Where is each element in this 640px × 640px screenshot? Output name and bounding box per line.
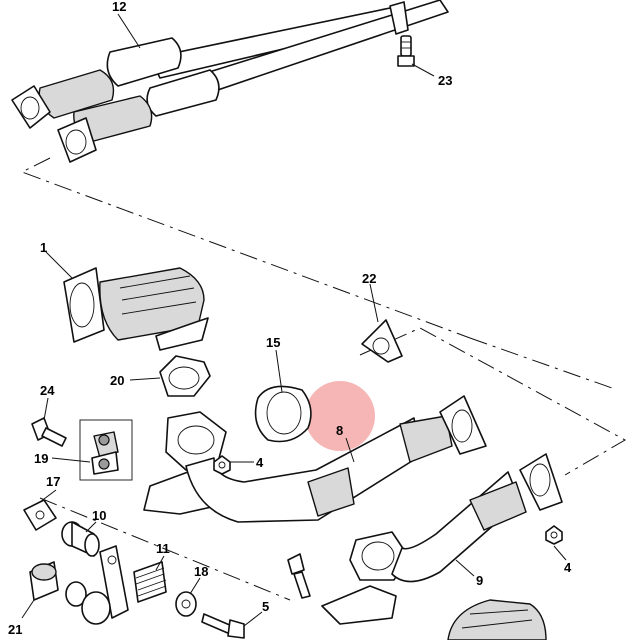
callout-8[interactable]: 8 <box>336 423 343 438</box>
callout-18[interactable]: 18 <box>194 564 208 579</box>
callout-15[interactable]: 15 <box>266 335 280 350</box>
callout-4-front[interactable]: 4 <box>256 455 264 470</box>
callout-10[interactable]: 10 <box>92 508 106 523</box>
gasket-triangular-small[interactable] <box>361 319 403 363</box>
callout-1[interactable]: 1 <box>40 240 47 255</box>
callout-23[interactable]: 23 <box>438 73 452 88</box>
washer-18[interactable] <box>175 591 197 617</box>
gasket-oval[interactable] <box>254 385 312 443</box>
bolt-5[interactable] <box>201 613 245 639</box>
reference-lines <box>20 157 627 601</box>
callout-20[interactable]: 20 <box>110 373 124 388</box>
hanger-bracket[interactable] <box>65 545 129 625</box>
callout-21[interactable]: 21 <box>8 622 22 637</box>
callout-22[interactable]: 22 <box>362 271 376 286</box>
nut-rear[interactable] <box>545 525 563 545</box>
callout-17[interactable]: 17 <box>46 474 60 489</box>
callout-4-rear[interactable]: 4 <box>564 560 572 575</box>
callout-12[interactable]: 12 <box>112 0 126 14</box>
callout-11[interactable]: 11 <box>156 541 170 556</box>
leader-lines <box>21 13 567 627</box>
callout-24[interactable]: 24 <box>40 383 55 398</box>
bolt-upper[interactable] <box>397 35 415 67</box>
catalyst-assembly-upper[interactable] <box>11 0 449 163</box>
gasket-triangular[interactable] <box>159 355 211 397</box>
nut-front[interactable] <box>213 455 231 475</box>
callout-19[interactable]: 19 <box>34 451 48 466</box>
callout-5[interactable]: 5 <box>262 599 269 614</box>
down-pipe-rear[interactable] <box>321 453 563 625</box>
square-nut[interactable] <box>23 499 57 531</box>
bush-21[interactable] <box>29 561 59 601</box>
highlight-marker[interactable] <box>305 381 375 451</box>
spring-11[interactable] <box>133 561 167 603</box>
callout-labels: 12 23 1 22 15 20 24 8 19 4 17 10 11 18 9… <box>8 0 572 637</box>
stud-mid[interactable] <box>287 553 311 599</box>
spacer-10[interactable] <box>61 521 100 557</box>
bracket-19[interactable] <box>79 419 133 481</box>
bolt-24[interactable] <box>31 417 67 447</box>
catalytic-converter[interactable] <box>63 267 209 351</box>
callout-9[interactable]: 9 <box>476 573 483 588</box>
catalyst-rear-partial <box>447 599 547 640</box>
